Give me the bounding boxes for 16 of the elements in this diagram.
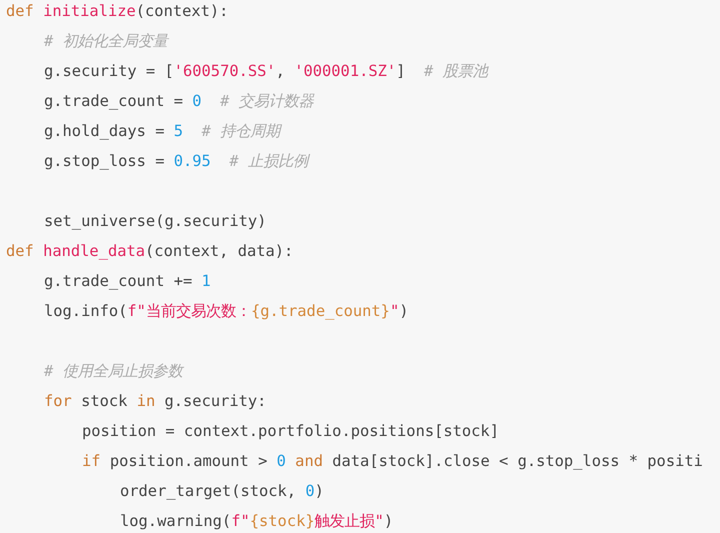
code-line: position = context.portfolio.positions[stock] (82, 421, 499, 441)
code-line: order_target(stock, 0) (120, 481, 324, 501)
code-line: log.info(f"当前交易次数：{g.trade_count}") (44, 301, 409, 321)
code-line: # 初始化全局变量 (44, 31, 168, 51)
code-line: g.trade_count = 0 # 交易计数器 (44, 91, 314, 111)
code-line: def initialize(context): (6, 1, 228, 21)
code-line: g.hold_days = 5 # 持仓周期 (44, 121, 280, 141)
code-line: if position.amount > 0 and data[stock].close < g.stop_loss * positi (82, 451, 703, 471)
code-line: g.trade_count += 1 (44, 271, 211, 291)
code-line: for stock in g.security: (44, 391, 266, 411)
code-line: set_universe(g.security) (44, 211, 266, 231)
code-line: g.security = ['600570.SS', '000001.SZ'] # 股票池 (44, 61, 488, 81)
code-line: def handle_data(context, data): (6, 241, 294, 261)
code-line: # 使用全局止损参数 (44, 361, 183, 381)
code-line: log.warning(f"{stock}触发止损") (120, 511, 394, 531)
code-line: g.stop_loss = 0.95 # 止损比例 (44, 151, 308, 171)
